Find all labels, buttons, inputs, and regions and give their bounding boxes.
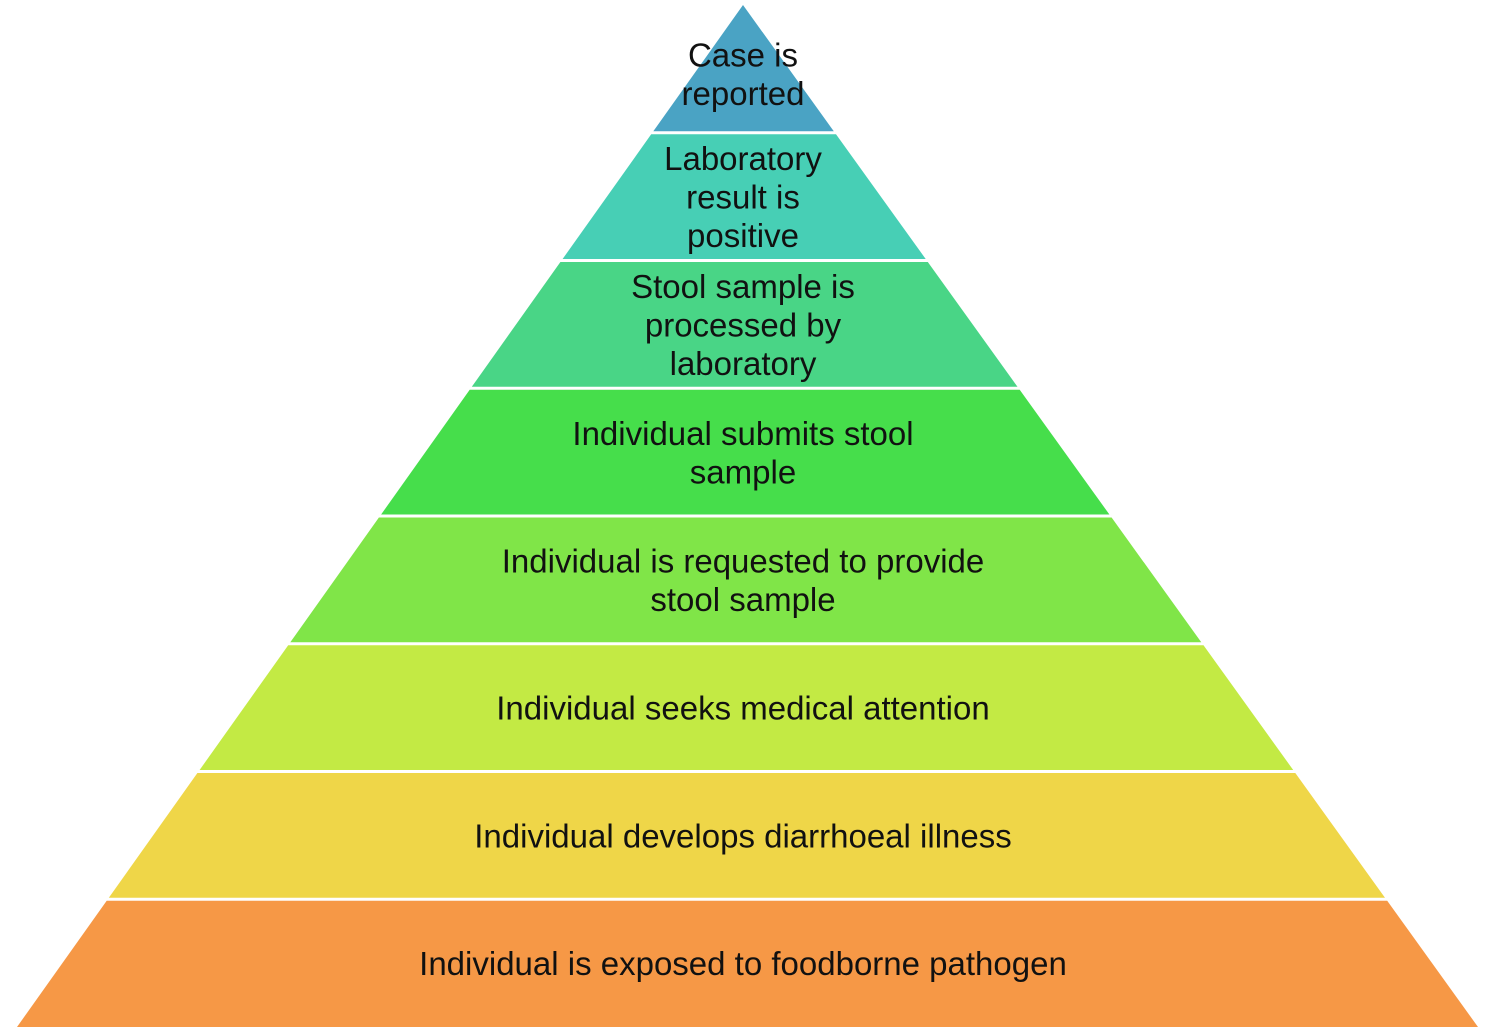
tier-1-label-line-2: reported [682,75,805,112]
tier-3-label-line-3: laboratory [670,345,817,382]
tier-4-label-line-1: Individual submits stool [572,415,913,452]
pyramid-tier-4 [381,389,1110,515]
tier-8-label-line-1: Individual is exposed to foodborne patho… [419,945,1067,982]
tier-3-label-line-2: processed by [645,306,842,343]
pyramid-tier-2 [562,134,926,259]
pyramid-tier-7 [108,773,1385,898]
pyramid-tier-6 [199,645,1294,770]
pyramid-tier-8 [17,900,1478,1027]
tier-3-label-line-1: Stool sample is [631,268,855,305]
tier-1-label-line-1: Case is [688,37,798,74]
tier-7-label-line-1: Individual develops diarrhoeal illness [474,817,1012,854]
tier-6-label-line-1: Individual seeks medical attention [496,690,989,727]
tier-5-label-line-2: stool sample [650,581,835,618]
tier-2-label-line-1: Laboratory [664,140,822,177]
tier-2-label-line-2: result is [686,179,800,216]
pyramid-tier-1 [653,5,834,132]
tier-5-label-line-1: Individual is requested to provide [502,543,984,580]
tier-4-label-line-2: sample [690,453,796,490]
pyramid-tier-3 [471,262,1018,387]
pyramid-tier-5 [290,517,1202,643]
tier-2-label-line-3: positive [687,217,799,254]
